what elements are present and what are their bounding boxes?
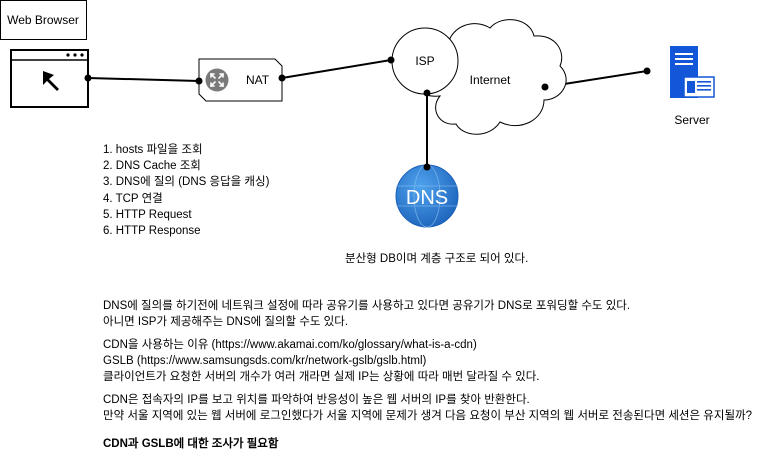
note-paragraph-1: DNS에 질의를 하기전에 네트워크 설정에 따라 공유기를 사용하고 있다면 …	[103, 298, 630, 330]
step-item: 5. HTTP Request	[103, 208, 192, 221]
nat-label: NAT	[246, 73, 270, 87]
web-browser-label: Web Browser	[7, 13, 79, 27]
link-nat-isp	[281, 59, 392, 79]
step-item: 6. HTTP Response	[103, 224, 201, 237]
link-browser-nat	[87, 77, 200, 82]
router-icon	[205, 68, 229, 92]
isp-label: ISP	[415, 54, 434, 68]
dns-top-point	[423, 163, 431, 171]
dns-label: DNS	[406, 187, 448, 209]
note-paragraph-3: CDN은 접속자의 IP를 보고 위치를 파악하여 반응성이 높은 웹 서버의 …	[103, 392, 752, 424]
steps-list: 1. hosts 파일을 조회 2. DNS Cache 조회 3. DNS에 …	[103, 142, 269, 239]
step-item: 2. DNS Cache 조회	[103, 160, 201, 173]
browser-window-icon[interactable]	[10, 49, 89, 108]
step-item: 1. hosts 파일을 조회	[103, 144, 203, 156]
isp-node[interactable]: ISP	[391, 27, 459, 95]
nat-in-point	[195, 77, 203, 85]
note-line: 만약 서울 지역에 있는 웹 서버에 로그인했다가 서울 지역에 문제가 생겨 …	[103, 410, 752, 422]
step-item: 3. DNS에 질의 (DNS 응답을 캐싱)	[103, 176, 270, 189]
server-in-point	[643, 67, 651, 75]
dns-globe-icon[interactable]: DNS	[395, 164, 459, 228]
isp-down-point	[423, 89, 431, 97]
conclusion-text: CDN과 GSLB에 대한 조사가 필요함	[103, 438, 279, 450]
note-line: DNS에 질의를 하기전에 네트워크 설정에 따라 공유기를 사용하고 있다면 …	[103, 300, 631, 312]
step-item: 4. TCP 연결	[103, 192, 163, 205]
cursor-arrow-icon	[43, 71, 59, 91]
note-line: 클라이언트가 요청한 서버의 개수가 여러 개라면 실제 IP는 상황에 따라 …	[103, 371, 540, 383]
note-line: CDN을 사용하는 이유 (https://www.akamai.com/ko/…	[103, 339, 477, 351]
server-label: Server	[674, 113, 709, 127]
server-icon[interactable]	[670, 46, 715, 98]
isp-in-point	[387, 56, 395, 64]
note-paragraph-2: CDN을 사용하는 이유 (https://www.akamai.com/ko/…	[103, 337, 539, 385]
internet-out-point	[541, 83, 549, 91]
nat-out-point	[278, 74, 286, 82]
nat-box[interactable]: NAT	[198, 58, 283, 102]
web-browser-box: Web Browser	[0, 0, 87, 40]
internet-label: Internet	[470, 73, 511, 87]
note-line: GSLB (https://www.samsungsds.com/kr/netw…	[103, 355, 427, 367]
dns-note: 분산형 DB이며 계층 구조로 되어 있다.	[345, 253, 529, 265]
note-line: CDN은 접속자의 IP를 보고 위치를 파악하여 반응성이 높은 웹 서버의 …	[103, 394, 530, 406]
note-line: 아니면 ISP가 제공해주는 DNS에 질의할 수도 있다.	[103, 316, 349, 328]
browser-connection-point	[84, 74, 92, 82]
